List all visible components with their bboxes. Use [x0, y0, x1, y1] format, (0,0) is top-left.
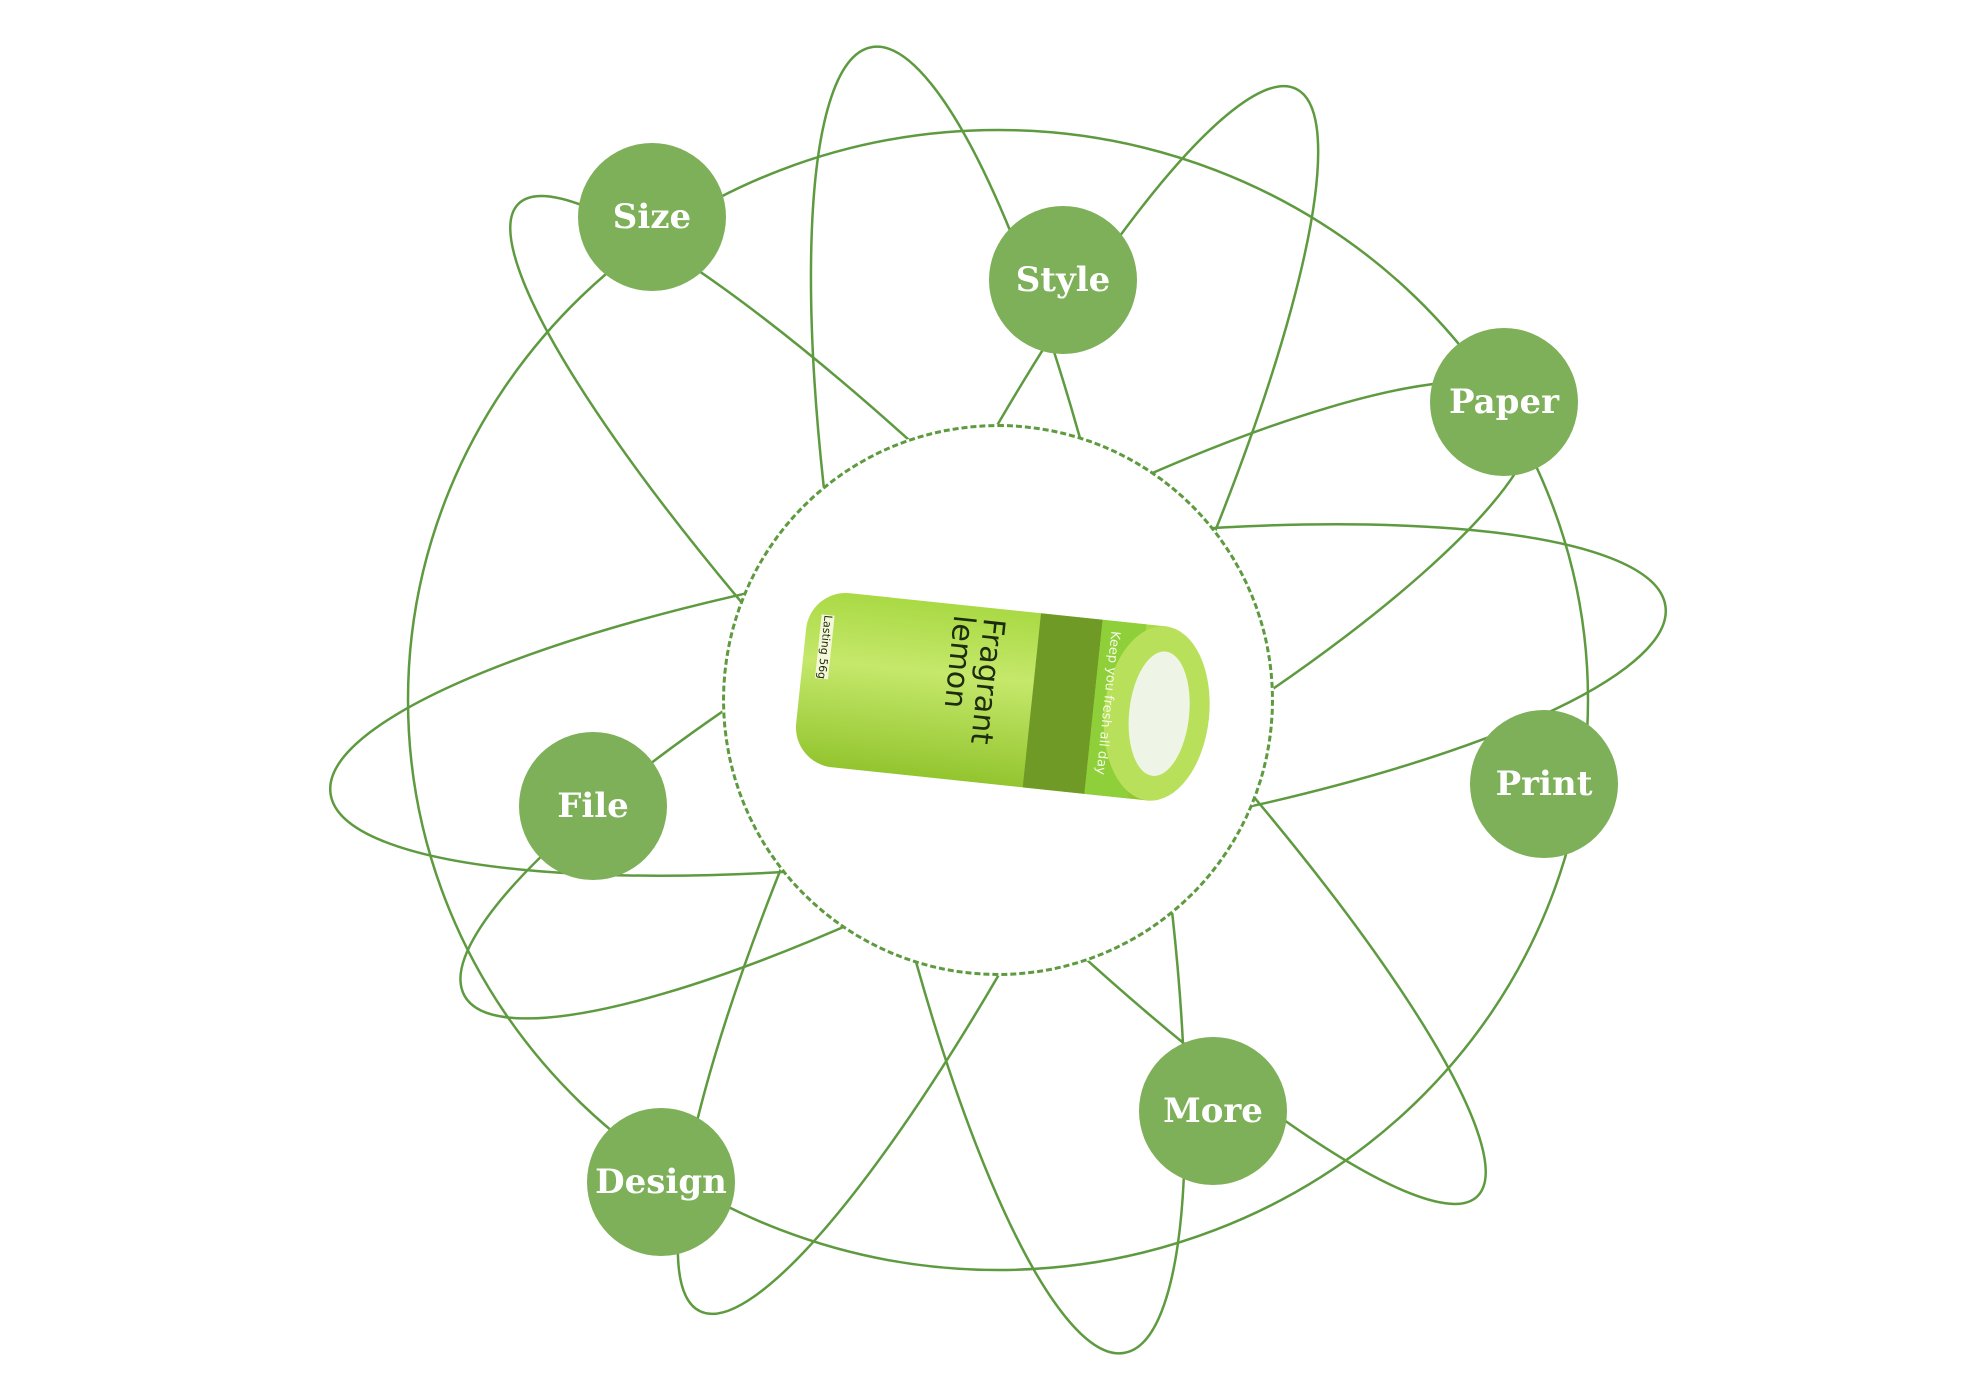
node-file[interactable]: File [519, 732, 667, 880]
node-more[interactable]: More [1139, 1037, 1287, 1185]
node-print[interactable]: Print [1470, 710, 1618, 858]
node-style[interactable]: Style [989, 206, 1137, 354]
node-size[interactable]: Size [578, 143, 726, 291]
node-paper[interactable]: Paper [1430, 328, 1578, 476]
tube-title: Fragrant lemon [936, 613, 1012, 746]
node-design[interactable]: Design [587, 1108, 735, 1256]
orbit-ellipse [406, 128, 1590, 1272]
